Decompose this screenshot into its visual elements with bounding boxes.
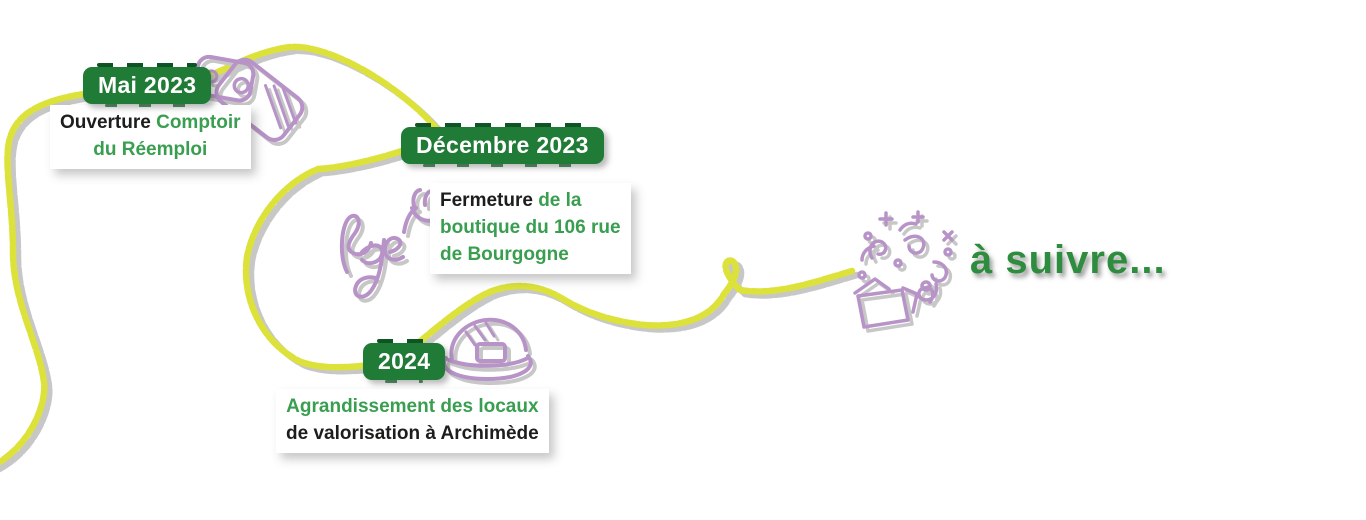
description-line: Agrandissement des locaux xyxy=(286,394,539,421)
description-segment: de Bourgogne xyxy=(440,243,569,265)
milestone-description-mai-2023: Ouverture Comptoir du Réemploi xyxy=(50,105,251,169)
description-segment: Ouverture xyxy=(60,112,157,133)
description-segment: Fermeture xyxy=(440,190,539,211)
description-line: Ouverture Comptoir xyxy=(60,110,241,137)
to-be-continued-label: à suivre... xyxy=(970,238,1166,282)
description-line: de valorisation à Archimède xyxy=(286,421,539,448)
description-segment: Agrandissement des locaux xyxy=(286,396,539,417)
milestone-badge-mai-2023: Mai 2023 xyxy=(83,63,212,107)
milestone-description-decembre-2023: Fermeture de la boutique du 106 rue de B… xyxy=(430,183,631,274)
description-segment: Comptoir xyxy=(156,112,241,133)
milestone-badge-2024: 2024 xyxy=(363,339,446,383)
description-line: de Bourgogne xyxy=(440,242,621,269)
description-line: boutique du 106 rue xyxy=(440,215,621,242)
description-segment: de la xyxy=(538,190,582,211)
description-line: du Réemploi xyxy=(60,137,241,164)
description-line: Fermeture de la xyxy=(440,188,621,215)
description-segment: de valorisation à Archimède xyxy=(286,422,539,444)
milestone-description-2024: Agrandissement des locaux de valorisatio… xyxy=(276,389,549,453)
milestone-badge-decembre-2023: Décembre 2023 xyxy=(401,123,604,167)
description-segment: boutique du 106 rue xyxy=(440,216,621,238)
description-segment: du Réemploi xyxy=(93,138,208,160)
